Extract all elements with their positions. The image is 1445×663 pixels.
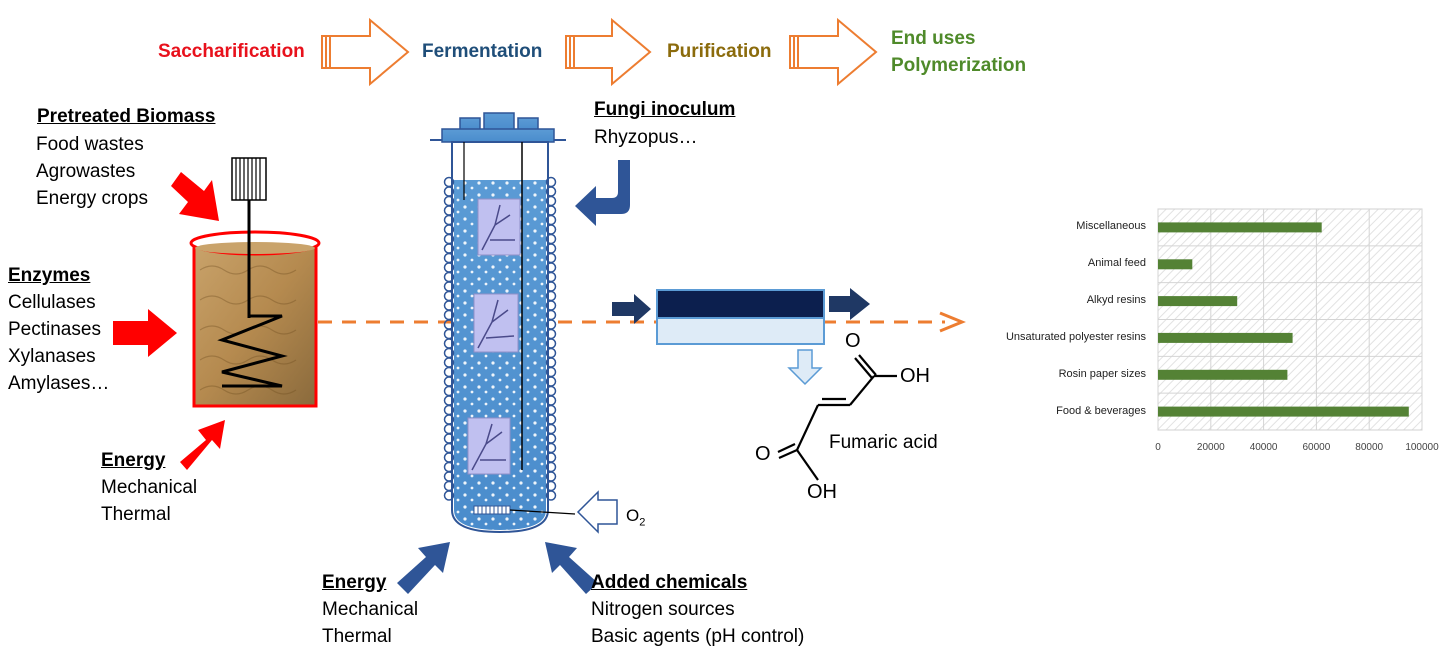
middle-energy-item-2: Thermal — [322, 626, 392, 647]
molecule-o-top: O — [845, 330, 861, 352]
left-energy-item-1: Mechanical — [101, 477, 198, 498]
biomass-item-3: Energy crops — [36, 188, 148, 209]
chart-category-label: Animal feed — [1087, 257, 1146, 270]
oxygen-subscript: 2 — [639, 516, 646, 529]
oxygen-label: O2 — [626, 506, 645, 528]
fungi-title: Fungi inoculum — [594, 99, 736, 120]
chart-tick-label: 20000 — [1196, 442, 1225, 453]
coil-left — [443, 490, 455, 501]
stage-fermentation: Fermentation — [422, 41, 543, 62]
molecule-o-bottom: O — [755, 443, 771, 465]
enzymes-item-4: Amylases… — [8, 373, 110, 394]
chart-tick-label: 0 — [1155, 442, 1161, 453]
chemicals-item-1: Nitrogen sources — [591, 599, 735, 620]
stage-end-uses: End uses — [891, 28, 976, 49]
enzymes-title: Enzymes — [8, 265, 91, 286]
stage-arrow-3 — [789, 17, 878, 87]
oxygen-arrow — [576, 490, 618, 534]
molecule-oh-top: OH — [900, 365, 930, 387]
chart-bar — [1158, 369, 1288, 380]
chemicals-item-2: Basic agents (pH control) — [591, 626, 805, 647]
chart-bar — [1158, 406, 1409, 417]
left-energy-item-2: Thermal — [101, 504, 171, 525]
process-flow-line — [318, 311, 966, 333]
stirrer-motor — [231, 157, 267, 201]
chart-category-label: Alkyd resins — [1086, 294, 1146, 307]
stirrer-shaft — [217, 200, 288, 388]
molecule-oh-bottom: OH — [807, 481, 837, 503]
fungi-image-2 — [473, 293, 519, 353]
chart-bar — [1158, 259, 1193, 270]
molecule-name: Fumaric acid — [829, 432, 938, 453]
purification-unit — [612, 288, 870, 386]
fermenter-jacket-coils — [443, 176, 557, 501]
enzymes-item-1: Cellulases — [8, 292, 96, 313]
red-arrow-biomass — [171, 172, 219, 221]
fumaric-acid-structure — [777, 354, 897, 481]
chart-tick-label: 40000 — [1249, 442, 1278, 453]
stage-arrow-2 — [565, 17, 652, 87]
chart-category-label: Unsaturated polyester resins — [1005, 330, 1146, 343]
chart-tick-label: 80000 — [1355, 442, 1384, 453]
blue-arrow-chemicals — [545, 542, 598, 594]
chart-bar — [1158, 222, 1322, 233]
chart-category-label: Rosin paper sizes — [1058, 367, 1146, 380]
coil-right — [545, 490, 557, 501]
chart-category-label: Miscellaneous — [1076, 220, 1146, 233]
fungi-item: Rhyzopus… — [594, 127, 698, 148]
stage-arrow-1 — [321, 17, 410, 87]
enzymes-item-2: Pectinases — [8, 319, 101, 340]
chart-category-label: Food & beverages — [1056, 404, 1146, 417]
enzymes-item-3: Xylanases — [8, 346, 96, 367]
chart-tick-label: 60000 — [1302, 442, 1331, 453]
stage-saccharification: Saccharification — [158, 41, 305, 62]
biomass-title: Pretreated Biomass — [37, 106, 216, 127]
chemicals-title: Added chemicals — [591, 572, 748, 593]
stage-purification: Purification — [667, 41, 772, 62]
chart-tick-label: 100000 — [1405, 442, 1439, 453]
middle-energy-item-1: Mechanical — [322, 599, 419, 620]
biomass-item-2: Agrowastes — [36, 161, 136, 182]
oxygen-symbol: O — [626, 506, 640, 525]
blue-arrow-fungi — [575, 160, 630, 226]
stage-polymerization: Polymerization — [891, 55, 1027, 76]
red-arrow-energy — [180, 420, 225, 470]
red-arrow-enzymes — [113, 309, 177, 357]
chart-bar — [1158, 332, 1293, 343]
chart-gridlines — [1157, 209, 1423, 430]
fungi-image-1 — [477, 198, 521, 256]
chart-bar — [1158, 296, 1238, 307]
bar-chart — [1157, 208, 1423, 431]
left-energy-title: Energy — [101, 450, 166, 471]
blue-arrow-energy — [397, 542, 450, 594]
fungi-images — [467, 198, 521, 475]
fungi-image-3 — [467, 417, 511, 475]
chart-bars — [1158, 222, 1409, 417]
biomass-item-1: Food wastes — [36, 134, 144, 155]
middle-energy-title: Energy — [322, 572, 387, 593]
